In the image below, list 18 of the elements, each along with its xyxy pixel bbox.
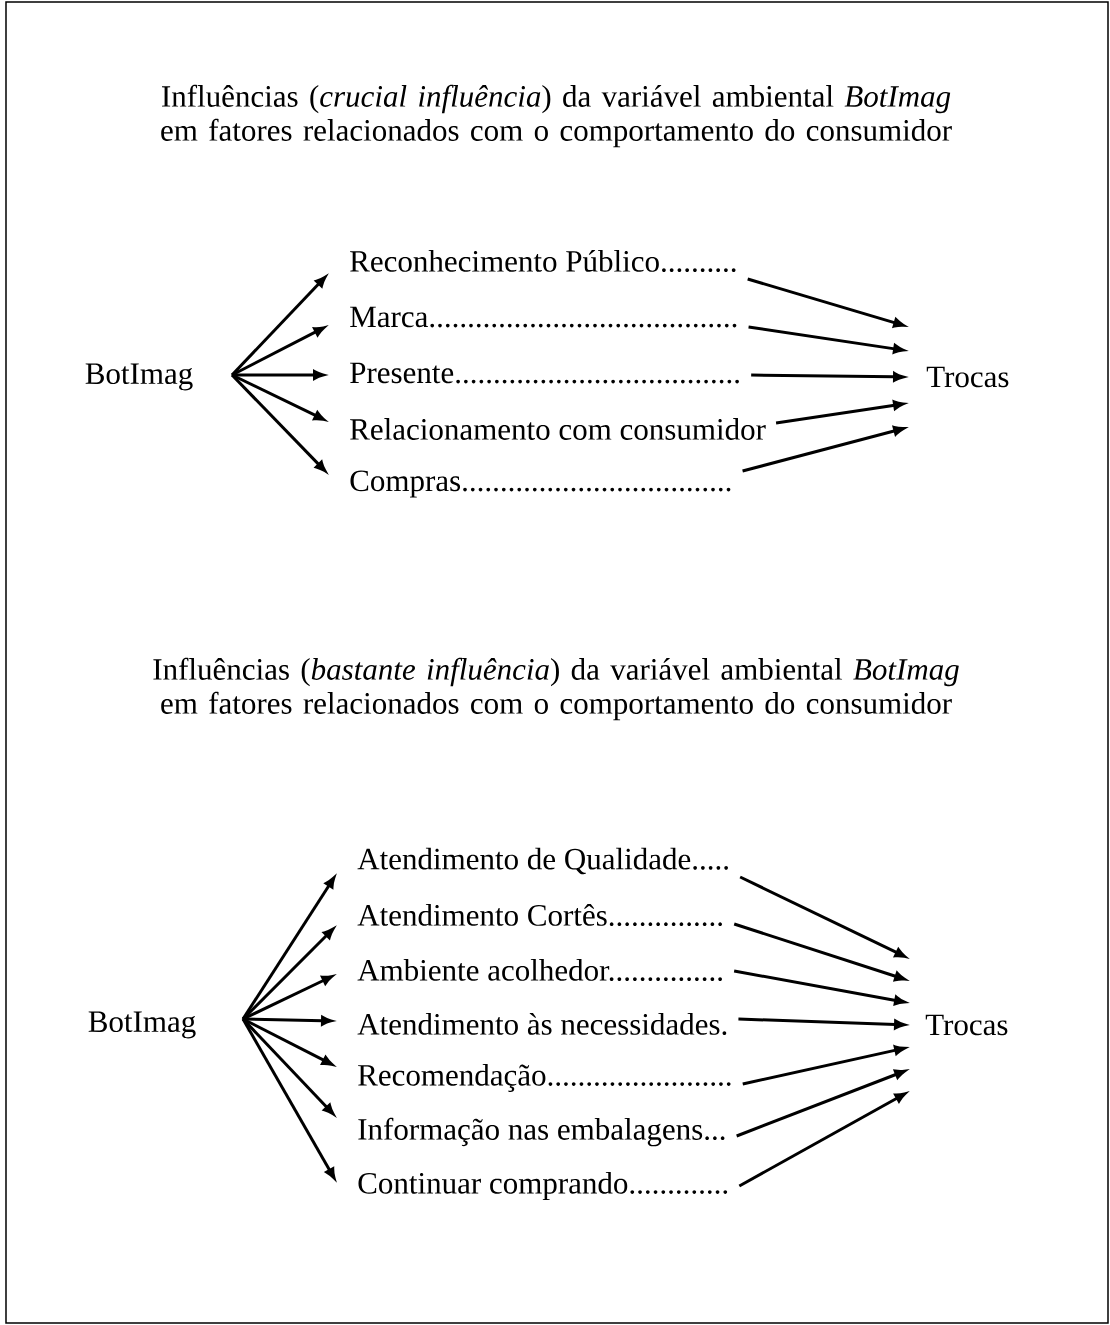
factor-label: Atendimento às necessidades. xyxy=(357,1013,727,1035)
outcome-label: Trocas xyxy=(925,1014,1008,1036)
factor-label: Marca........................................ xyxy=(350,306,737,328)
factor-label: Presente..................................... xyxy=(350,362,739,384)
factor-label: Continuar comprando............. xyxy=(358,1171,728,1201)
factor-label: Compras................................... xyxy=(350,470,731,498)
factor-label: Relacionamento com consumidor xyxy=(350,418,766,440)
factor-label: Ambiente acolhedor............... xyxy=(357,959,722,981)
heading: Influências (crucial influência) da variável ambiental BotImag em fatores relacionados com o comportamento do consumidor xyxy=(161,84,952,148)
source-label: BotImag xyxy=(85,363,193,391)
factor-label: Reconhecimento Público.......... xyxy=(350,250,736,272)
heading: Influências (bastante influência) da variável ambiental BotImag em fatores relacionados com o comportamento do consumidor xyxy=(153,657,959,721)
factor-label: Recomendação........................ xyxy=(358,1063,731,1093)
factor-label: Informação nas embalagens... xyxy=(358,1117,725,1147)
factor-label: Atendimento de Qualidade..... xyxy=(357,847,728,875)
source-label: BotImag xyxy=(88,1011,196,1039)
factor-label: Atendimento Cortês............... xyxy=(357,904,722,926)
outcome-label: Trocas xyxy=(926,366,1009,388)
